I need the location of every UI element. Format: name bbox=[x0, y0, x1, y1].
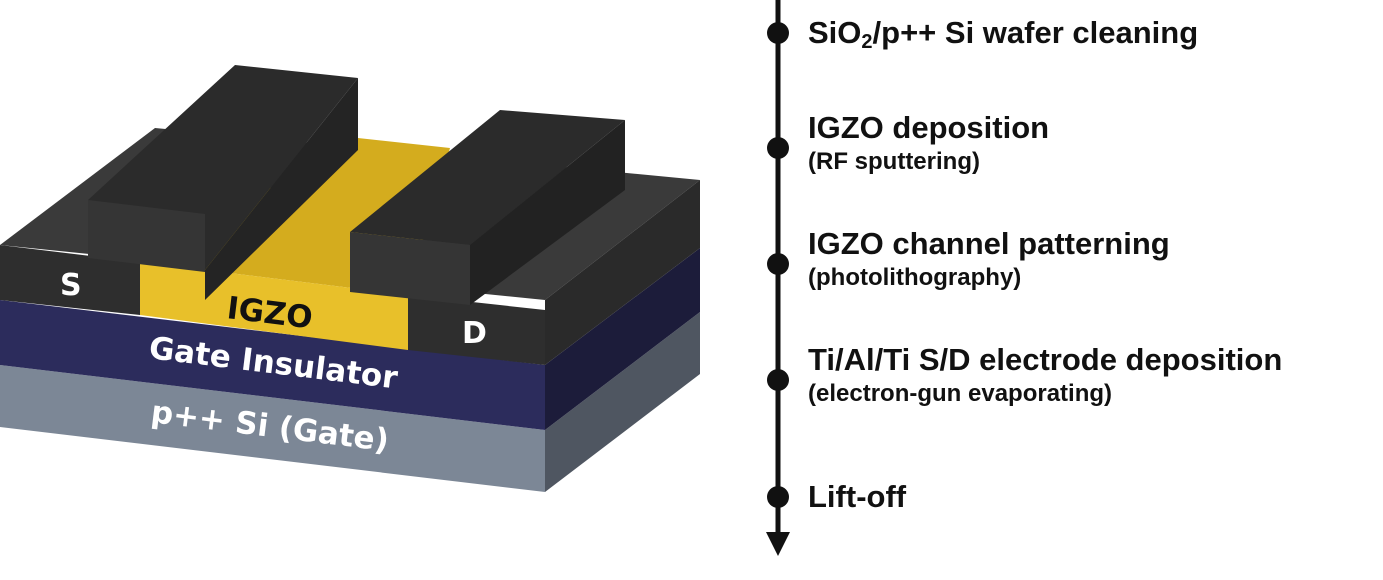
step-title: Ti/Al/Ti S/D electrode deposition bbox=[808, 342, 1283, 377]
drain-block-top bbox=[350, 110, 625, 245]
step-title: IGZO channel patterning bbox=[808, 226, 1170, 261]
process-flow: SiO2/p++ Si wafer cleaning IGZO depositi… bbox=[740, 0, 1383, 580]
step-title: Lift-off bbox=[808, 479, 907, 514]
drain-front bbox=[408, 295, 545, 365]
source-front bbox=[0, 245, 140, 315]
substrate-front bbox=[0, 365, 545, 492]
source-block-front bbox=[88, 200, 205, 272]
step-lift-off: Lift-off bbox=[808, 479, 906, 515]
step-electrode-deposition: Ti/Al/Ti S/D electrode deposition (elect… bbox=[808, 342, 1282, 410]
tft-device-illustration: S IGZO D Gate Insulator p++ Si (Gate) bbox=[0, 65, 700, 492]
step-detail: (photolithography) bbox=[808, 264, 1022, 291]
electrode-side bbox=[545, 180, 700, 365]
substrate-side bbox=[545, 312, 700, 492]
insulator-side bbox=[545, 248, 700, 430]
step-title: SiO2/p++ Si wafer cleaning bbox=[808, 15, 1199, 53]
step-detail: (electron-gun evaporating) bbox=[808, 380, 1113, 407]
source-label: S bbox=[60, 268, 82, 303]
insulator-front bbox=[0, 300, 545, 430]
step-igzo-deposition: IGZO deposition (RF sputtering) bbox=[808, 110, 1049, 178]
step-marker bbox=[767, 22, 789, 44]
step-detail: (RF sputtering) bbox=[808, 148, 980, 175]
step-title: IGZO deposition bbox=[808, 110, 1050, 145]
drain-block-front bbox=[350, 232, 470, 305]
step-marker bbox=[767, 253, 789, 275]
step-channel-patterning: IGZO channel patterning (photolithograph… bbox=[808, 226, 1170, 294]
step-marker bbox=[767, 137, 789, 159]
step-marker bbox=[767, 486, 789, 508]
timeline-arrow-icon bbox=[766, 532, 790, 556]
timeline bbox=[766, 0, 790, 556]
drain-block-side bbox=[470, 120, 625, 305]
drain-label: D bbox=[462, 316, 487, 351]
step-cleaning: SiO2/p++ Si wafer cleaning bbox=[808, 15, 1199, 53]
source-block-side bbox=[205, 78, 358, 300]
step-marker bbox=[767, 369, 789, 391]
